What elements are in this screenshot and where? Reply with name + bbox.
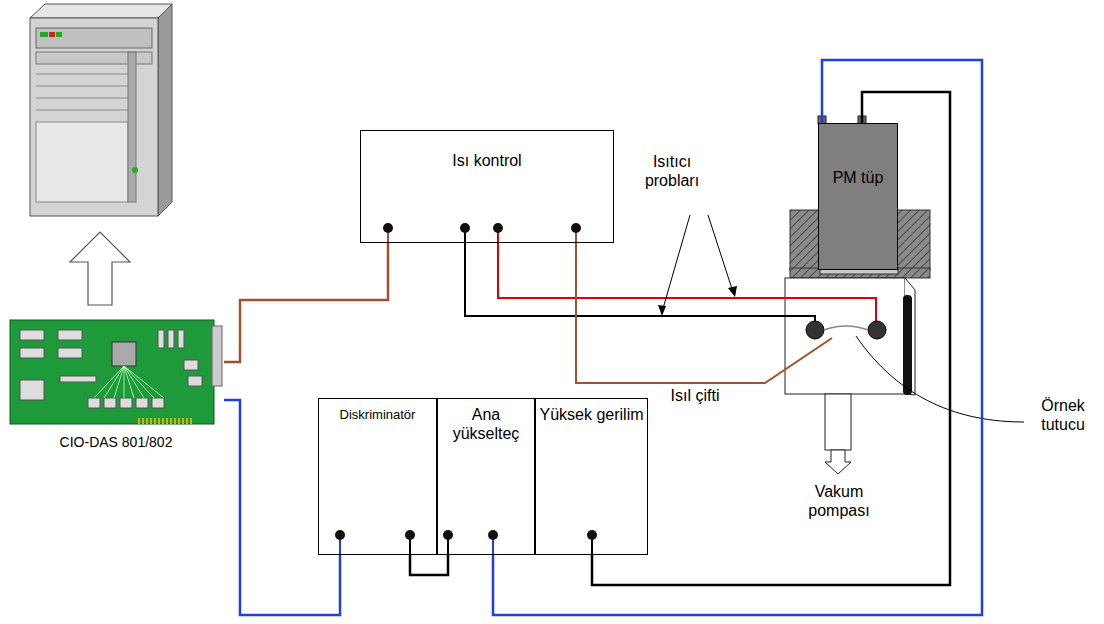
high-voltage-box: Yüksek gerilim <box>535 398 648 555</box>
node-label: Isı kontrol <box>361 131 613 170</box>
heater-probe-label: Isıtıcı probları <box>632 152 712 190</box>
signal-wire <box>592 92 950 585</box>
signal-wire <box>410 555 448 575</box>
sample-chamber <box>785 278 905 394</box>
data-flow-arrow <box>70 232 130 305</box>
thermocouple-label: Isıl çifti <box>660 386 730 405</box>
control-box: Isı kontrol <box>360 130 614 243</box>
pcb-card <box>8 318 224 430</box>
vacuum-line <box>825 394 851 450</box>
sample-holder-label: Örnek tutucu <box>1026 396 1100 434</box>
signal-wire <box>493 60 982 615</box>
signal-wire <box>224 400 340 615</box>
node-label: Yüksek gerilim <box>536 399 647 424</box>
computer-tower <box>30 4 172 216</box>
node-label: CIO-DAS 801/802 <box>8 434 224 451</box>
amplifier-box: Ana yükselteç <box>437 398 535 555</box>
node-label: PM tüp <box>819 124 897 187</box>
node-label: Ana yükselteç <box>438 399 534 443</box>
discriminator-box: Diskriminatör <box>318 398 437 555</box>
signal-wire <box>224 243 388 362</box>
pm-tube: PM tüp <box>818 123 898 270</box>
vacuum-pump-label: Vakum pompası <box>800 482 878 520</box>
daq-card: CIO-DAS 801/802 <box>8 318 224 460</box>
node-label: Diskriminatör <box>319 399 436 423</box>
